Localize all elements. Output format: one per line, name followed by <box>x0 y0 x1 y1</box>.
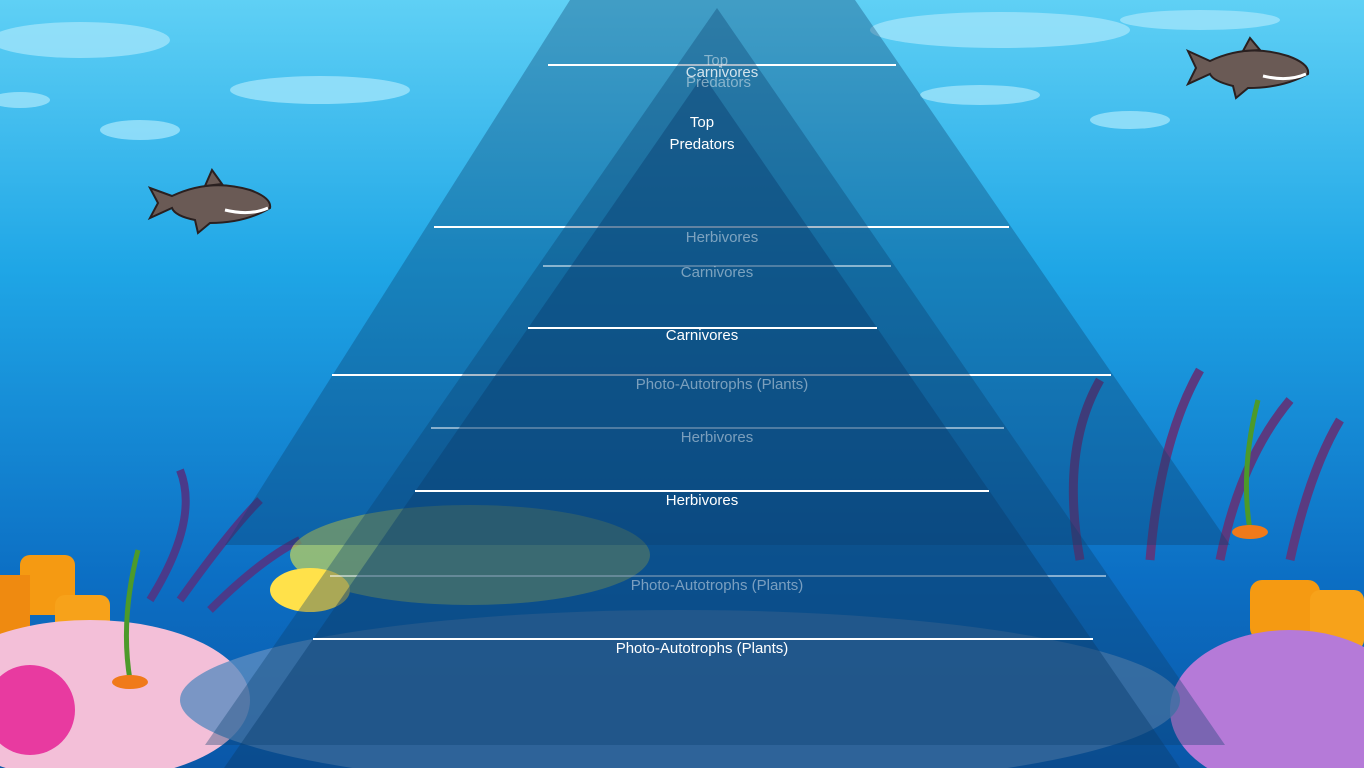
pyramid-front <box>224 75 1180 768</box>
level-label-photo-autotrophs: Photo-Autotrophs (Plants) <box>635 376 809 393</box>
level-label-photo-autotrophs: Photo-Autotrophs (Plants) <box>630 577 804 594</box>
coral-right <box>1068 367 1364 768</box>
level-label-carnivores: Carnivores <box>665 327 739 344</box>
coral-center <box>180 505 1180 768</box>
level-label-herbivores: Herbivores <box>685 229 759 246</box>
surface-clouds <box>0 10 1280 140</box>
level-label-top-predators: Top Predators <box>669 114 735 153</box>
level-label-photo-autotrophs: Photo-Autotrophs (Plants) <box>615 640 789 657</box>
level-label-carnivores: Carnivores <box>685 64 759 81</box>
pyramid-middle <box>205 8 1225 745</box>
level-label-top-predators: Top Predators <box>686 52 752 91</box>
level-label-herbivores: Herbivores <box>665 492 739 509</box>
coral-left <box>0 468 302 768</box>
pyramid-back <box>225 0 1230 545</box>
shark-icon <box>1185 36 1310 100</box>
level-label-herbivores: Herbivores <box>680 429 754 446</box>
shark-icon <box>147 167 272 235</box>
level-label-carnivores: Carnivores <box>680 264 754 281</box>
